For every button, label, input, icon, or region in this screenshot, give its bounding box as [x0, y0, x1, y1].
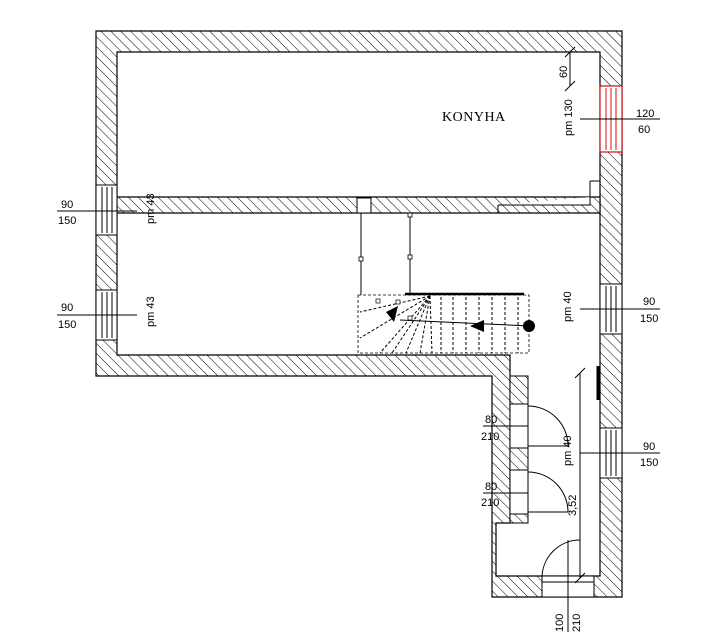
- door-upper-height: 210: [481, 431, 499, 443]
- left-lower-window-sill: pm 43: [145, 296, 157, 327]
- right-upper-window-width: 90: [643, 296, 655, 308]
- left-lower-window: [57, 289, 137, 341]
- door-upper-width: 80: [485, 414, 497, 426]
- corridor-dimension: 3,52: [567, 495, 579, 516]
- stair-arrow-turn: [386, 306, 398, 322]
- door-lower-width: 80: [485, 481, 497, 493]
- right-lower-window-sill: pm 40: [562, 435, 574, 466]
- right-upper-window-height: 150: [640, 313, 658, 325]
- kitchen-window-top-dimension: 60: [558, 66, 570, 78]
- left-upper-window: [57, 184, 137, 236]
- entrance-door: [541, 539, 595, 632]
- kitchen-window: [580, 85, 660, 153]
- kitchen-window-width: 120: [636, 108, 654, 120]
- stair-start-dot: [523, 320, 535, 332]
- right-lower-window-width: 90: [643, 441, 655, 453]
- kitchen-window-sill: pm 130: [563, 99, 575, 136]
- entrance-door-height: 210: [571, 614, 583, 632]
- right-upper-window-sill: pm 40: [562, 291, 574, 322]
- stair: [356, 197, 531, 354]
- left-lower-window-width: 90: [61, 302, 73, 314]
- counter-return: [589, 180, 600, 205]
- left-lower-window-height: 150: [58, 319, 76, 331]
- dimension-lines: [564, 46, 586, 584]
- door-lower-height: 210: [481, 497, 499, 509]
- right-upper-window: [580, 283, 660, 335]
- left-upper-window-width: 90: [61, 199, 73, 211]
- right-lower-window: [580, 427, 660, 479]
- door-lower: [483, 469, 569, 515]
- room-label-konyha: KONYHA: [442, 110, 506, 125]
- left-upper-window-height: 150: [58, 215, 76, 227]
- stair-arrow-head: [470, 320, 484, 332]
- entrance-door-width: 100: [554, 614, 566, 632]
- kitchen-window-height: 60: [638, 124, 650, 136]
- door-upper: [483, 403, 569, 449]
- right-lower-window-height: 150: [640, 457, 658, 469]
- left-upper-window-sill: pm 43: [145, 193, 157, 224]
